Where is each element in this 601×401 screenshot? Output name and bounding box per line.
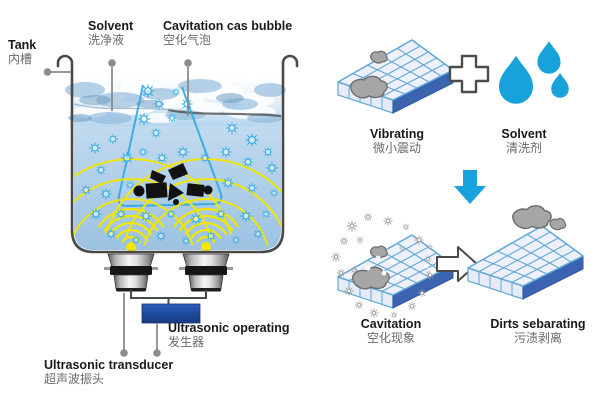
solvent-step-label: Solvent 清洗剂 bbox=[464, 127, 584, 156]
dirts-separating-step-label-en: Dirts sebarating bbox=[490, 317, 586, 331]
tank-label-en: Tank bbox=[8, 38, 37, 52]
plus-icon bbox=[448, 54, 490, 94]
cavitation-bubble-label: Cavitation cas bubble 空化气泡 bbox=[163, 19, 292, 48]
clean-surface bbox=[467, 225, 584, 300]
vibrating-step-label-zh: 微小震动 bbox=[372, 141, 421, 156]
ultrasonic-transducer-label: Ultrasonic transducer 超声波振头 bbox=[44, 358, 173, 387]
solvent-label-zh: 洗净液 bbox=[88, 33, 125, 48]
water-surface-line-light bbox=[73, 103, 171, 111]
solvent-step-label-en: Solvent bbox=[501, 127, 547, 141]
ultrasonic-operating-label-zh: 发生器 bbox=[168, 335, 205, 350]
label-leader-lines bbox=[51, 67, 189, 350]
vibrating-step-label: Vibrating 微小震动 bbox=[337, 127, 457, 156]
cleaning-tank bbox=[56, 54, 299, 324]
cavitation-micro-bubbles bbox=[365, 255, 436, 280]
ultrasonic-transducer-label-zh: 超声波振头 bbox=[44, 372, 105, 387]
label-leader-dots bbox=[43, 59, 192, 357]
debris-parts bbox=[133, 163, 213, 205]
ultrasonic-wave-fans bbox=[98, 207, 239, 243]
cavitation-bubble-label-zh: 空化气泡 bbox=[163, 33, 212, 48]
down-arrow-icon bbox=[454, 170, 486, 204]
solvent-step-label-zh: 清洗剂 bbox=[505, 141, 542, 156]
water-surface bbox=[65, 78, 286, 126]
solvent-label-en: Solvent bbox=[88, 19, 134, 33]
cavitation-step-label-en: Cavitation bbox=[360, 317, 422, 331]
solvent-droplets-icon bbox=[498, 41, 569, 104]
wave-source-dot bbox=[201, 242, 211, 252]
cavitation-bubble-label-en: Cavitation cas bubble bbox=[163, 19, 293, 33]
cavitation-step-label-zh: 空化现象 bbox=[366, 331, 415, 346]
wave-source-dot bbox=[126, 242, 136, 252]
vibrating-surface bbox=[337, 39, 454, 114]
solvent-label: Solvent 洗净液 bbox=[88, 19, 133, 48]
ultrasonic-transducers bbox=[104, 253, 233, 292]
transducer-wires bbox=[130, 290, 207, 304]
tank-outline bbox=[56, 54, 299, 254]
cavitation-step-label: Cavitation 空化现象 bbox=[331, 317, 451, 346]
ultrasonic-transducer-label-en: Ultrasonic transducer bbox=[44, 358, 174, 372]
dirts-separating-step-label: Dirts sebarating 污渍剥离 bbox=[463, 317, 601, 346]
ultrasonic-generator-box bbox=[141, 303, 201, 324]
ultrasonic-operating-label-en: Ultrasonic operating bbox=[168, 321, 290, 335]
ultrasonic-operating-label: Ultrasonic operating 发生器 bbox=[168, 321, 290, 350]
tank-label: Tank 内槽 bbox=[8, 38, 36, 67]
dirts-separating-step-label-zh: 污渍剥离 bbox=[513, 331, 562, 346]
vibrating-step-label-en: Vibrating bbox=[370, 127, 424, 141]
separated-dirt-blobs bbox=[512, 205, 567, 231]
tank-label-zh: 内槽 bbox=[8, 52, 33, 67]
water-surface-line bbox=[167, 108, 282, 118]
